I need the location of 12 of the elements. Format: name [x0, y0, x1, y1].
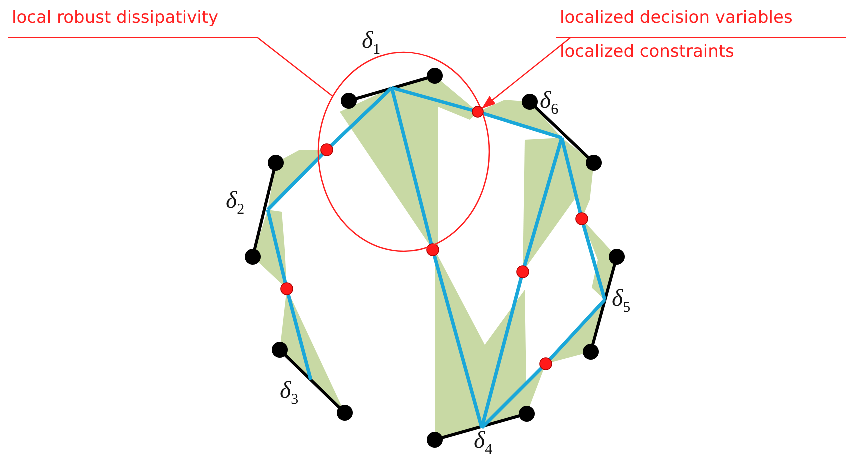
- callout-text: localized decision variables: [556, 4, 846, 38]
- variable-label: δ$_{6}$: [540, 88, 559, 119]
- arrow: [482, 38, 571, 109]
- highlight-ellipse: [318, 52, 490, 252]
- variable-label: δ$_{5}$: [612, 286, 631, 317]
- variable-label: δ$_{2}$: [226, 188, 245, 219]
- leader-line: [258, 38, 333, 97]
- callout-text: localized constraints: [560, 42, 734, 62]
- variable-label: δ$_{1}$: [362, 28, 381, 59]
- variable-label: δ$_{3}$: [280, 378, 299, 409]
- callout-text: local robust dissipativity: [8, 4, 258, 38]
- variable-label: δ$_{4}$: [474, 428, 493, 459]
